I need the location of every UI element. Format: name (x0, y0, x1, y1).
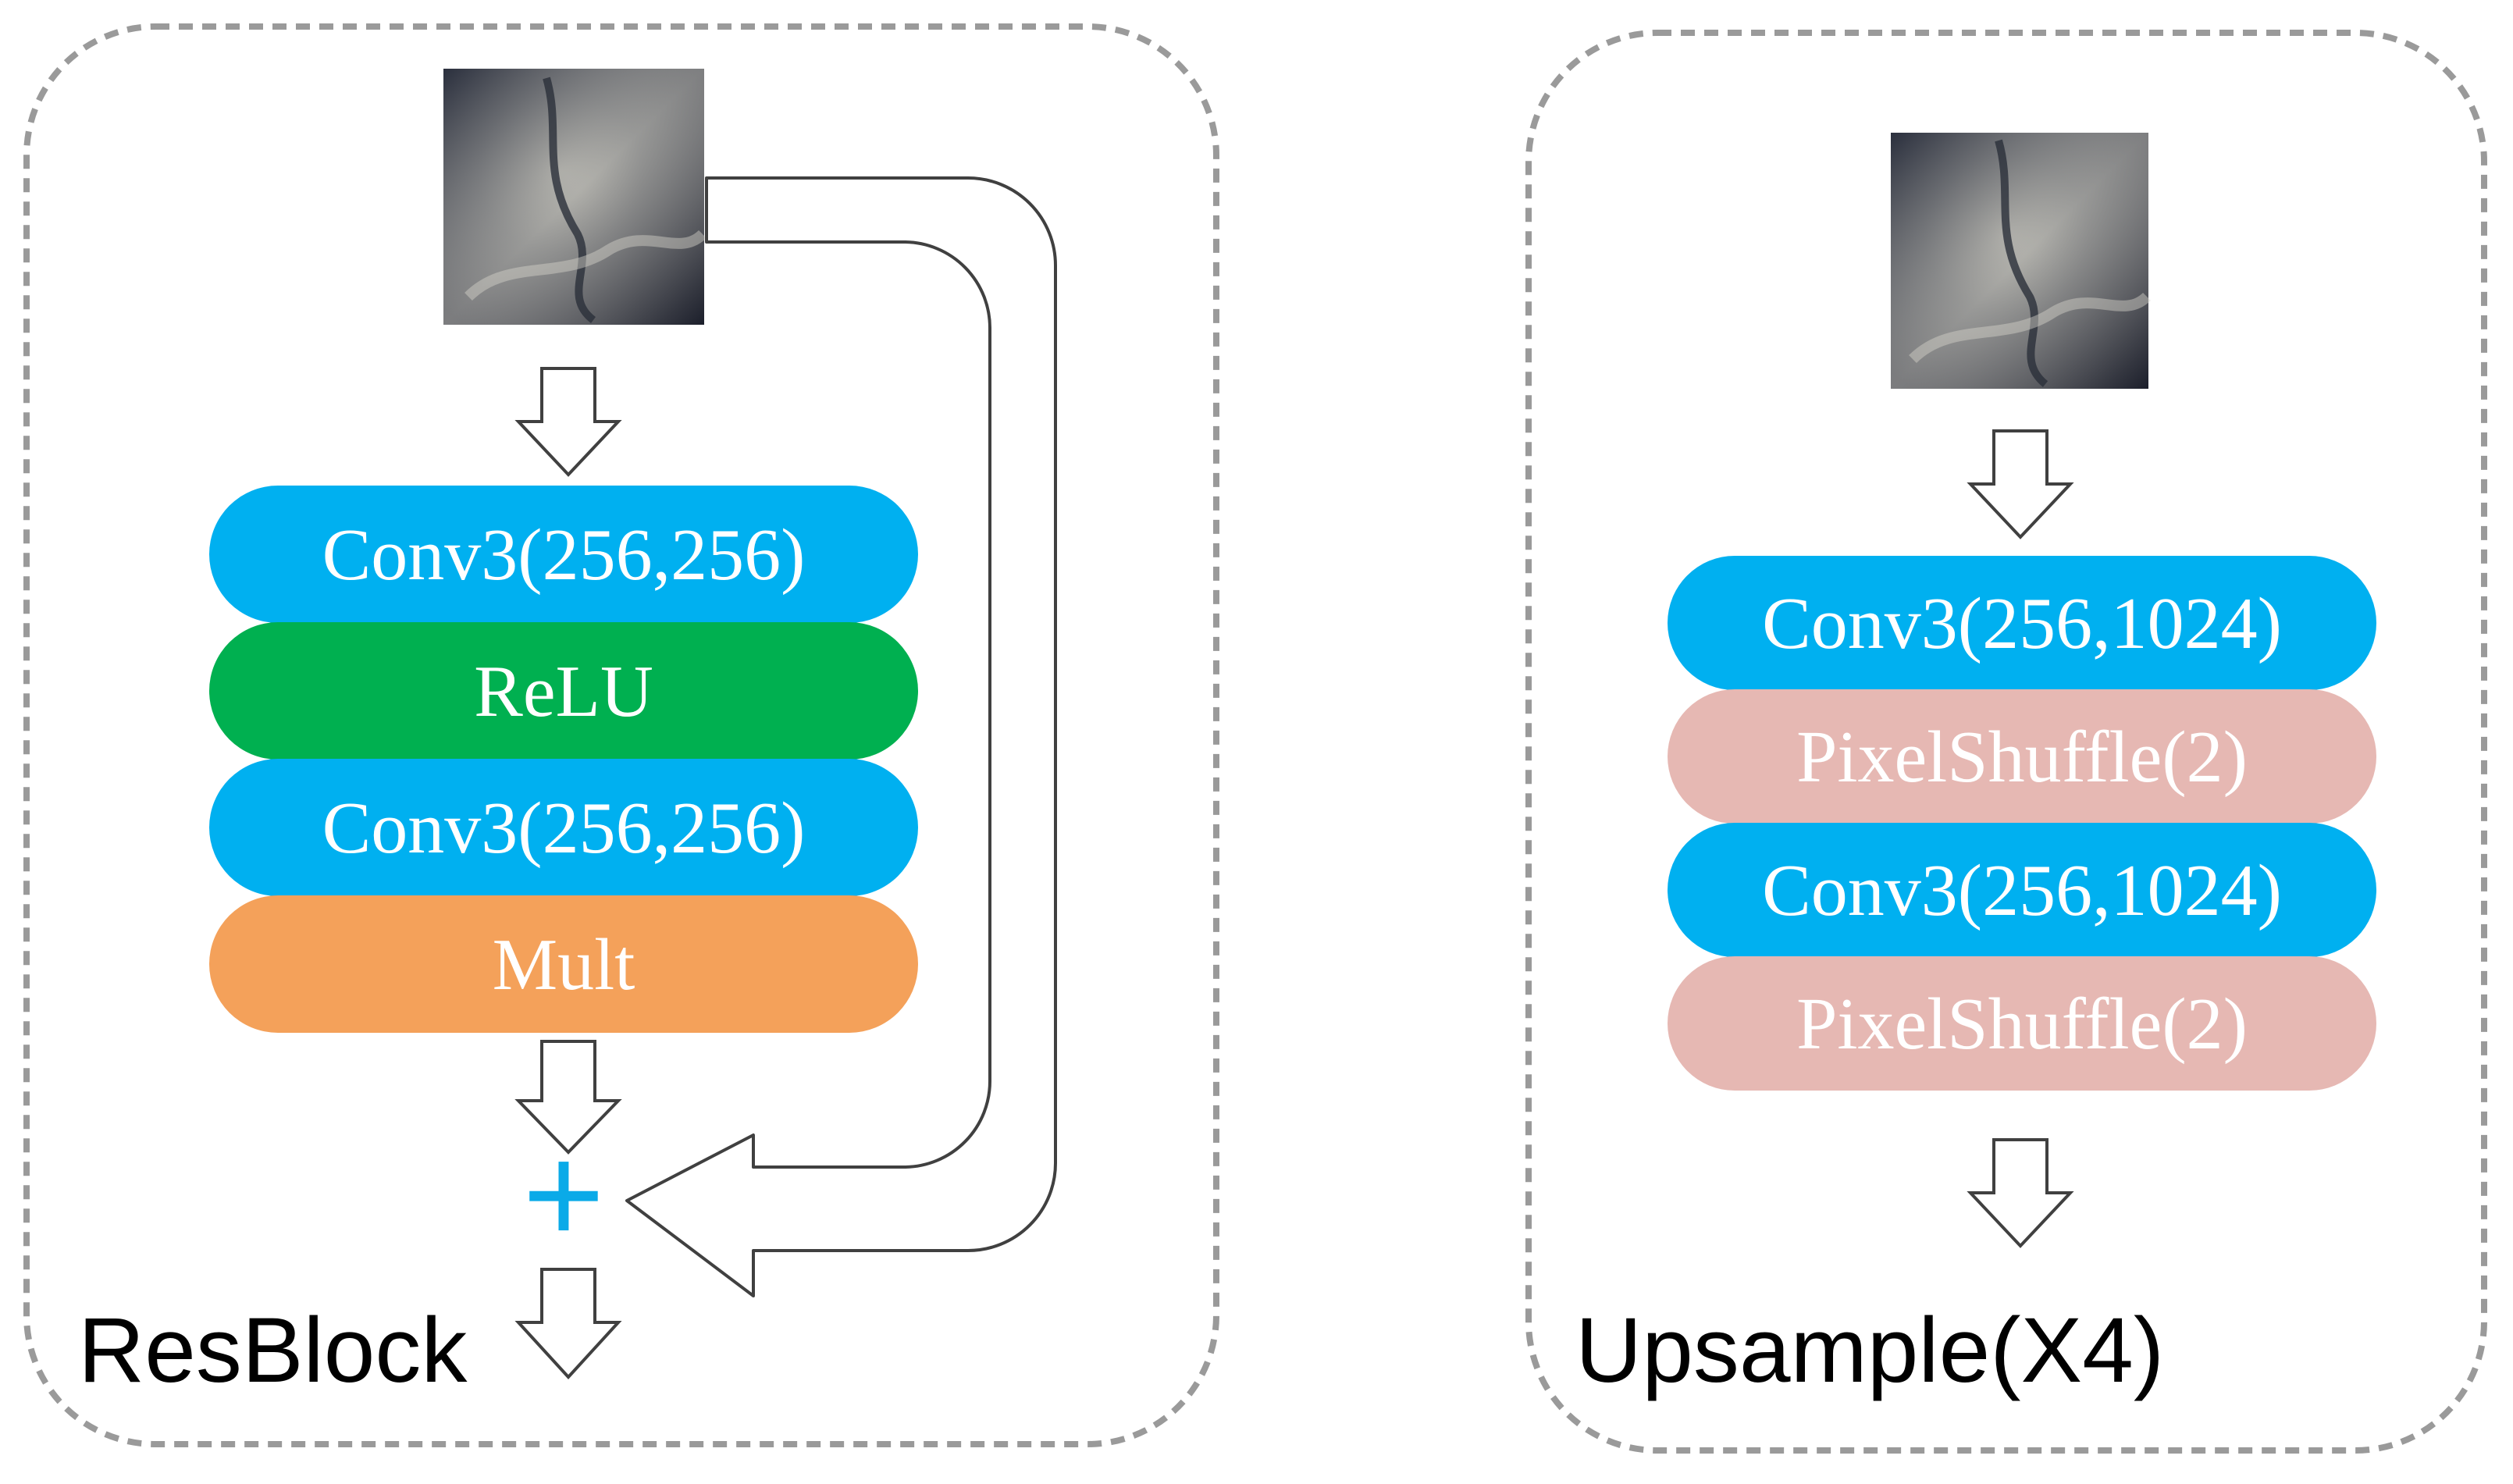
upsample-layer-3: PixelShuffle(2) (1668, 956, 2376, 1091)
resblock-layer-2: Conv3(256,256) (209, 759, 918, 896)
upsample-arrow-down-icon (1967, 429, 2074, 539)
upsample-layer-1-label: PixelShuffle(2) (1796, 717, 2248, 798)
resblock-arrow-down-icon (514, 367, 622, 477)
resblock-skip-arrow-icon (625, 176, 1057, 1297)
upsample-layer-0: Conv3(256,1024) (1668, 556, 2376, 690)
resblock-sum-plus: + (522, 1116, 604, 1273)
upsample-panel: Conv3(256,1024) PixelShuffle(2) Conv3(25… (1525, 30, 2487, 1454)
upsample-caption: Upsample(X4) (1575, 1299, 2164, 1402)
resblock-layer-0: Conv3(256,256) (209, 486, 918, 623)
resblock-layer-2-label: Conv3(256,256) (322, 788, 806, 869)
upsample-layer-0-label: Conv3(256,1024) (1762, 583, 2282, 664)
resblock-frame (23, 23, 1219, 1447)
resblock-caption: ResBlock (78, 1299, 468, 1402)
upsample-layer-3-label: PixelShuffle(2) (1796, 984, 2248, 1065)
resblock-layer-1-label: ReLU (474, 651, 653, 732)
resblock-arrow-out-icon (514, 1268, 622, 1379)
upsample-layer-2-label: Conv3(256,1024) (1762, 850, 2282, 931)
resblock-input-image (443, 69, 707, 325)
resblock-arrow-sum-icon (514, 1040, 622, 1155)
upsample-layer-1: PixelShuffle(2) (1668, 689, 2376, 824)
resblock-layer-0-label: Conv3(256,256) (322, 514, 806, 596)
upsample-input-image (1891, 133, 2151, 389)
resblock-layer-3: Mult (209, 895, 918, 1033)
upsample-frame (1525, 30, 2487, 1454)
upsample-arrow-out-icon (1967, 1138, 2074, 1248)
resblock-panel: Conv3(256,256) ReLU Conv3(256,256) Mult … (23, 23, 1219, 1447)
resblock-layer-3-label: Mult (493, 924, 635, 1005)
upsample-layer-2: Conv3(256,1024) (1668, 823, 2376, 957)
resblock-layer-1: ReLU (209, 622, 918, 760)
